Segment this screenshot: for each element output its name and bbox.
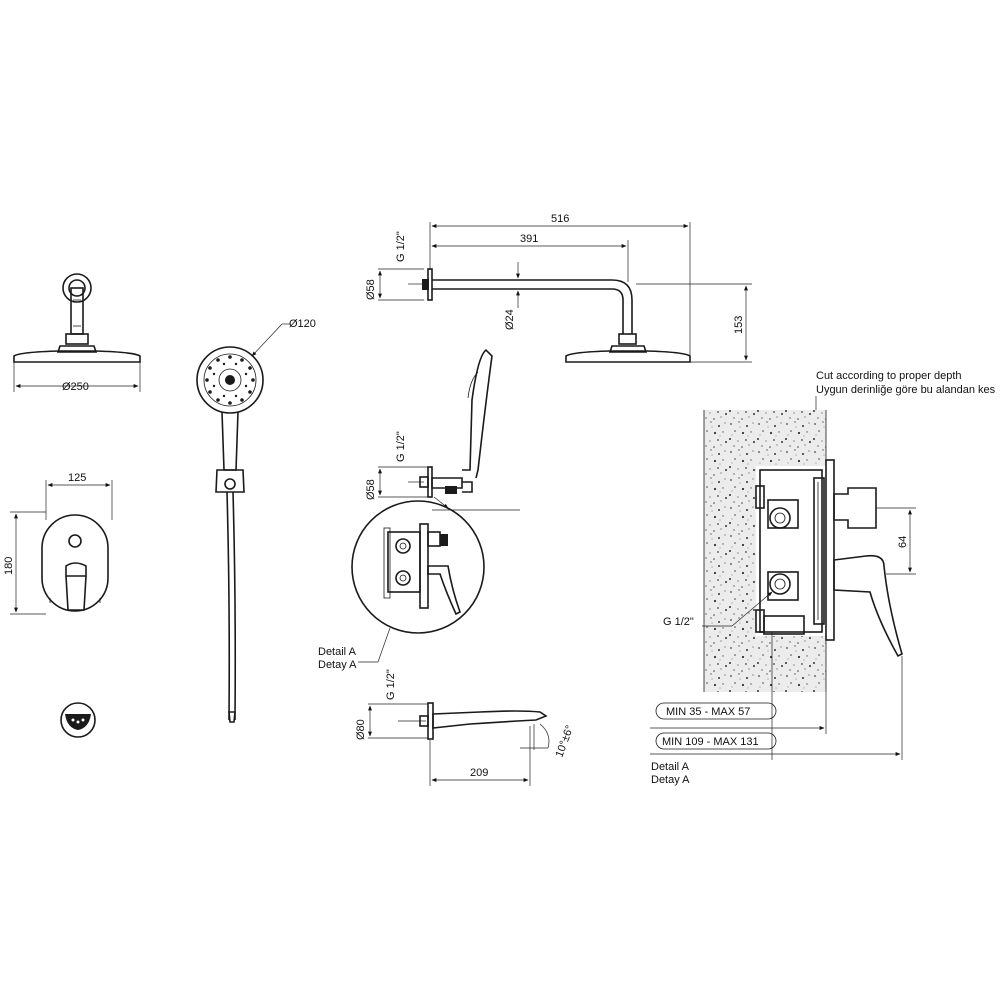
shower-head-front-view: Ø250 xyxy=(13,273,141,393)
depth-range-1: MIN 35 - MAX 57 xyxy=(666,706,750,718)
mixer-front-plate: 125 180 xyxy=(3,472,113,615)
plate-height-label: 180 xyxy=(3,557,15,575)
detail-callout-en: Detail A xyxy=(318,646,357,658)
arm-total-length-label: 516 xyxy=(551,213,569,225)
wall-section-view: Cut according to proper depth Uygun deri… xyxy=(650,370,996,786)
spout-side-view: G 1/2" Ø80 209 10°±6° xyxy=(355,669,576,786)
detail-a-circle: Detail A Detay A xyxy=(318,500,485,671)
shower-head-diameter-label: Ø250 xyxy=(62,381,89,393)
section-detail-tr: Detay A xyxy=(651,774,690,786)
spout-length-label: 209 xyxy=(470,767,488,779)
section-detail-en: Detail A xyxy=(651,761,690,773)
hand-outlet-side-view: G 1/2" Ø58 xyxy=(365,348,520,511)
arm-pipe-diameter-label: Ø24 xyxy=(504,309,516,330)
outlet-flange-label: Ø58 xyxy=(365,479,377,500)
arm-drop-label: 153 xyxy=(733,316,745,334)
detail-callout-tr: Detay A xyxy=(318,659,357,671)
depth-range-2: MIN 109 - MAX 131 xyxy=(662,736,759,748)
arm-thread-label: G 1/2" xyxy=(395,231,407,262)
plate-width-label: 125 xyxy=(68,472,86,484)
cut-note-en: Cut according to proper depth xyxy=(816,370,962,382)
cut-note-tr: Uygun derinliğe göre bu alandan kes xyxy=(816,384,996,396)
section-spacing-label: 64 xyxy=(897,536,909,548)
spout-flange-label: Ø80 xyxy=(355,719,367,740)
spout-thread-label: G 1/2" xyxy=(385,669,397,700)
outlet-thread-label: G 1/2" xyxy=(395,431,407,462)
wall-cavity xyxy=(756,466,826,636)
hand-shower: Ø120 xyxy=(196,318,316,723)
section-thread-label: G 1/2" xyxy=(663,616,694,628)
spout-angle-label: 10°±6° xyxy=(554,724,577,759)
hand-shower-diameter-label: Ø120 xyxy=(289,318,316,330)
arm-length-label: 391 xyxy=(520,233,538,245)
drain-symbol xyxy=(60,702,96,738)
arm-flange-label: Ø58 xyxy=(365,279,377,300)
overhead-arm-side-view: 516 391 G 1/2" Ø58 Ø24 153 xyxy=(365,213,752,363)
